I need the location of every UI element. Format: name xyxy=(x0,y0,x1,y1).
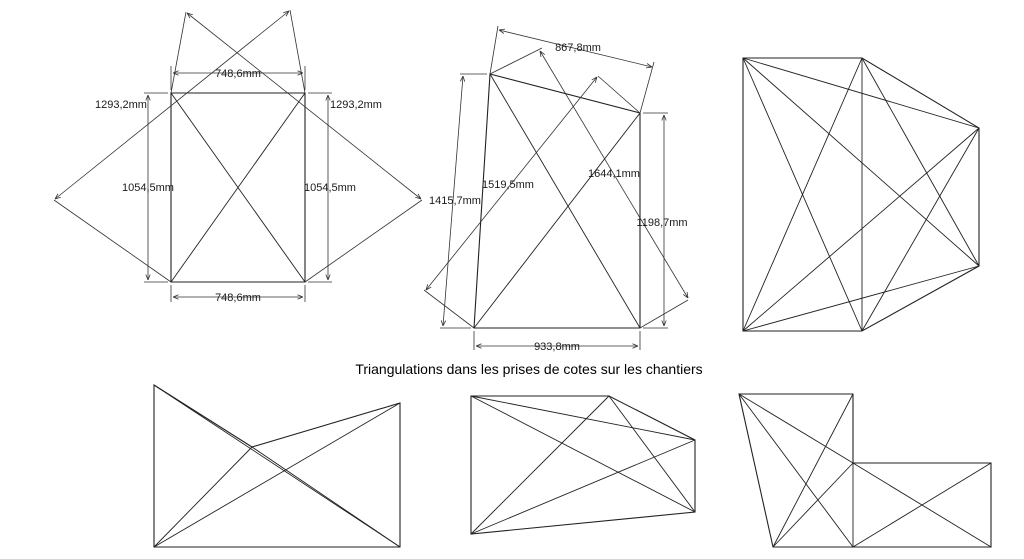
panel-5-diagonal xyxy=(470,395,696,513)
panel-3-diagonal xyxy=(742,265,980,332)
panel-3-diagonal xyxy=(742,57,980,129)
dim-label: 867,8mm xyxy=(555,42,601,54)
panel-5-diagonal xyxy=(470,439,696,535)
panel-3-diagonal xyxy=(742,127,980,332)
dim-line xyxy=(289,9,306,94)
dim-label: 1415,7mm xyxy=(429,195,481,207)
dim-label: 1293,2mm xyxy=(330,99,382,111)
diagram-title: Triangulations dans les prises de cotes … xyxy=(355,361,702,377)
panel-6-diagonal xyxy=(738,393,854,464)
panel-3-diagonal xyxy=(861,127,980,332)
panel-2-diagonal xyxy=(473,112,641,329)
panel-3-diagonal xyxy=(742,57,980,267)
dim-label: 933,8mm xyxy=(534,341,580,353)
dim-line xyxy=(55,11,289,199)
panel-4-diagonal xyxy=(153,402,401,548)
panel-2: 867,8mm 1415,7mm 1644,1mm 1519,5mm 1198,… xyxy=(423,25,688,353)
dim-line xyxy=(53,199,172,283)
dim-label: 1519,5mm xyxy=(482,179,534,191)
panel-5-shape xyxy=(470,395,696,535)
panel-4 xyxy=(153,384,401,548)
panel-6 xyxy=(738,393,992,548)
dim-line xyxy=(489,25,499,75)
panel-4-diagonal xyxy=(153,446,253,548)
dim-line xyxy=(187,13,421,199)
dim-line xyxy=(597,75,641,114)
dim-line xyxy=(304,199,423,283)
panel-3-shape xyxy=(742,57,980,332)
panel-4-shape xyxy=(153,384,401,548)
dim-line xyxy=(426,77,597,290)
panel-5 xyxy=(470,395,696,535)
dim-line xyxy=(423,289,475,329)
panel-3-diagonal xyxy=(861,57,980,267)
panel-1: 748,6mm 748,6mm 1054,5mm 1054,5mm 1293,2… xyxy=(53,9,423,304)
panel-5-diagonal xyxy=(608,395,696,513)
panel-5-diagonal xyxy=(470,395,610,535)
dim-label: 1054,5mm xyxy=(122,182,174,194)
panel-2-shape xyxy=(473,73,641,329)
panel-4-diagonal xyxy=(153,384,401,548)
panel-3 xyxy=(742,57,980,332)
dim-label: 1293,2mm xyxy=(95,99,147,111)
dim-line xyxy=(489,47,543,75)
dim-line xyxy=(639,61,655,114)
panel-6-diagonal xyxy=(772,462,854,548)
dim-label: 1198,7mm xyxy=(636,217,687,229)
panel-6-diagonal xyxy=(738,393,854,548)
panel-6-diagonal xyxy=(852,462,992,548)
dim-label: 1644,1mm xyxy=(588,168,640,180)
panel-6-diagonal xyxy=(772,393,854,548)
dim-label: 1054,5mm xyxy=(304,182,356,194)
panel-2-diagonal xyxy=(489,73,641,329)
dim-label: 748,6mm xyxy=(215,68,261,80)
panel-5-diagonal xyxy=(470,395,696,441)
dim-label: 748,6mm xyxy=(215,292,261,304)
panel-3-diagonal xyxy=(742,57,863,332)
dim-line xyxy=(170,11,187,94)
